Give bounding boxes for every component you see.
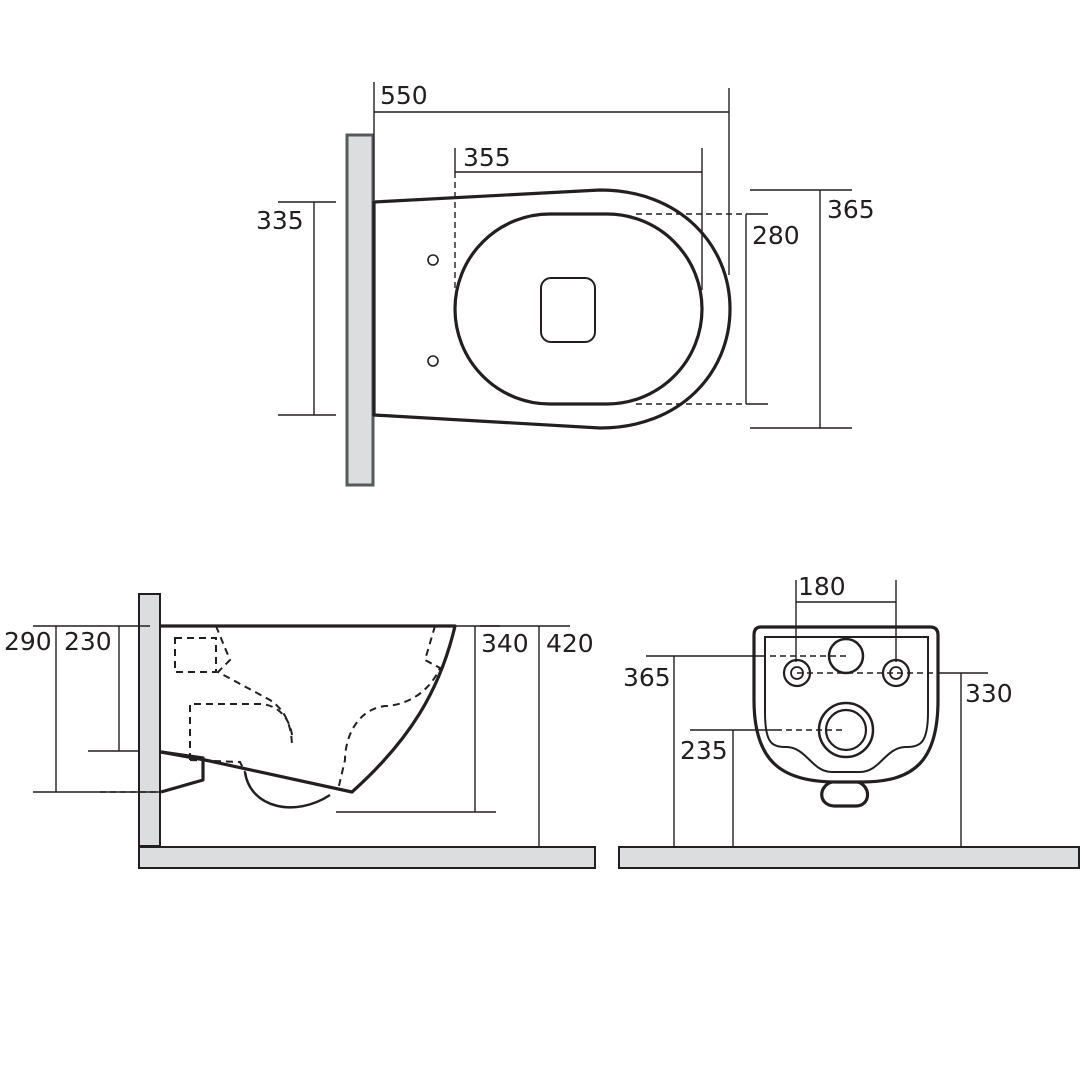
- top-view-drain: [540, 277, 596, 343]
- rear-view-inner-outline: [764, 636, 929, 773]
- rear-view-body: [752, 625, 940, 784]
- dim-fixing-height: 335: [256, 206, 304, 235]
- side-view-hidden-channel: [215, 625, 293, 749]
- rear-view: 180 365 330 235: [618, 572, 1080, 869]
- side-view-outlet: [243, 771, 331, 809]
- rear-view-bolt-hole-right: [881, 658, 911, 688]
- dim-330: 330: [965, 679, 1013, 708]
- dim-length-inner: 355: [463, 143, 511, 172]
- dim-340: 340: [481, 629, 529, 658]
- dim-290: 290: [4, 627, 52, 656]
- top-view-fixing-hole-lower: [427, 355, 439, 367]
- top-view-fixing-hole-upper: [427, 254, 439, 266]
- top-view-wall: [345, 133, 375, 487]
- side-view-wall: [138, 593, 161, 847]
- top-view: 550 355 335 280 365: [256, 81, 875, 487]
- dim-230: 230: [64, 627, 112, 656]
- side-view-hidden-inlet: [174, 637, 217, 673]
- dim-365-rear: 365: [623, 663, 671, 692]
- top-view-bowl-outline: [372, 188, 732, 430]
- side-view: 290 230 340 420: [4, 593, 596, 869]
- dim-235: 235: [680, 736, 728, 765]
- side-view-bowl-profile: [160, 624, 457, 794]
- side-view-hidden-rim: [337, 625, 442, 791]
- rear-view-floor: [618, 846, 1080, 869]
- side-view-hidden-base: [189, 759, 246, 773]
- rear-view-water-inlet: [827, 637, 865, 675]
- top-view-inner-rim: [453, 212, 704, 406]
- dim-420: 420: [546, 629, 594, 658]
- rear-view-spigot: [820, 780, 870, 808]
- dim-length-total: 550: [380, 81, 428, 110]
- dim-total-width: 365: [827, 195, 875, 224]
- side-view-bracket: [160, 750, 205, 794]
- side-view-floor: [138, 846, 596, 869]
- dim-bolt-spacing: 180: [798, 572, 846, 601]
- dim-inner-width: 280: [752, 221, 800, 250]
- side-view-hidden-trap-upper: [189, 703, 293, 760]
